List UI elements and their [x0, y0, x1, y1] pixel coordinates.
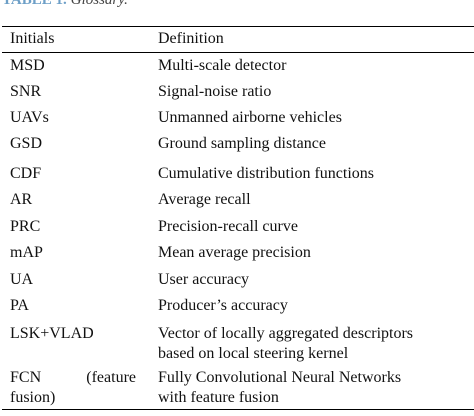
- row-initials: LSK+VLAD: [10, 325, 94, 342]
- table-caption-title: Glossary.: [70, 0, 128, 8]
- row-definition: Mean average precision: [158, 244, 311, 261]
- row-definition: Vector of locally aggregated descriptors…: [158, 324, 413, 364]
- table-caption: TABLE 1.Glossary.: [0, 0, 474, 12]
- row-definition: Unmanned airborne vehicles: [158, 109, 342, 126]
- row-initials: PRC: [10, 218, 41, 235]
- row-definition: Ground sampling distance: [158, 135, 326, 152]
- row-definition-line: Fully Convolutional Neural Networks: [158, 369, 402, 386]
- row-initials: PA: [10, 297, 29, 314]
- row-definition: User accuracy: [158, 271, 250, 288]
- header-initials: Initials: [10, 30, 55, 47]
- table-caption-label: TABLE 1.: [2, 0, 67, 8]
- row-definition-line: with feature fusion: [158, 389, 279, 406]
- row-definition: Cumulative distribution functions: [158, 165, 374, 182]
- row-definition: Producer’s accuracy: [158, 297, 288, 314]
- row-initials-part: (feature: [86, 369, 136, 386]
- table-caption-text: TABLE 1.Glossary.: [2, 0, 128, 9]
- row-initials-line: FCN (feature: [10, 368, 136, 388]
- row-initials: GSD: [10, 135, 43, 152]
- header-definition: Definition: [158, 30, 224, 47]
- row-definition: Signal-noise ratio: [158, 83, 272, 100]
- row-definition: Precision-recall curve: [158, 218, 298, 235]
- row-definition-line: based on local steering kernel: [158, 345, 349, 362]
- row-initials: UA: [10, 271, 34, 288]
- row-initials: mAP: [10, 244, 43, 261]
- row-definition: Average recall: [158, 191, 251, 208]
- row-initials-line: fusion): [10, 389, 56, 406]
- table-bottom-rule: [2, 409, 474, 410]
- row-initials: AR: [10, 191, 33, 208]
- row-initials: CDF: [10, 165, 42, 182]
- row-initials: FCN (feature fusion): [10, 368, 136, 408]
- row-initials: MSD: [10, 57, 45, 74]
- row-definition: Fully Convolutional Neural Networks with…: [158, 368, 401, 408]
- table-top-rule: [2, 26, 474, 27]
- row-initials-part: FCN: [10, 369, 42, 386]
- row-initials: UAVs: [10, 109, 49, 126]
- row-initials: SNR: [10, 83, 42, 100]
- row-definition: Multi-scale detector: [158, 57, 287, 74]
- table-header-rule: [2, 52, 474, 53]
- row-definition-line: Vector of locally aggregated descriptors: [158, 325, 414, 342]
